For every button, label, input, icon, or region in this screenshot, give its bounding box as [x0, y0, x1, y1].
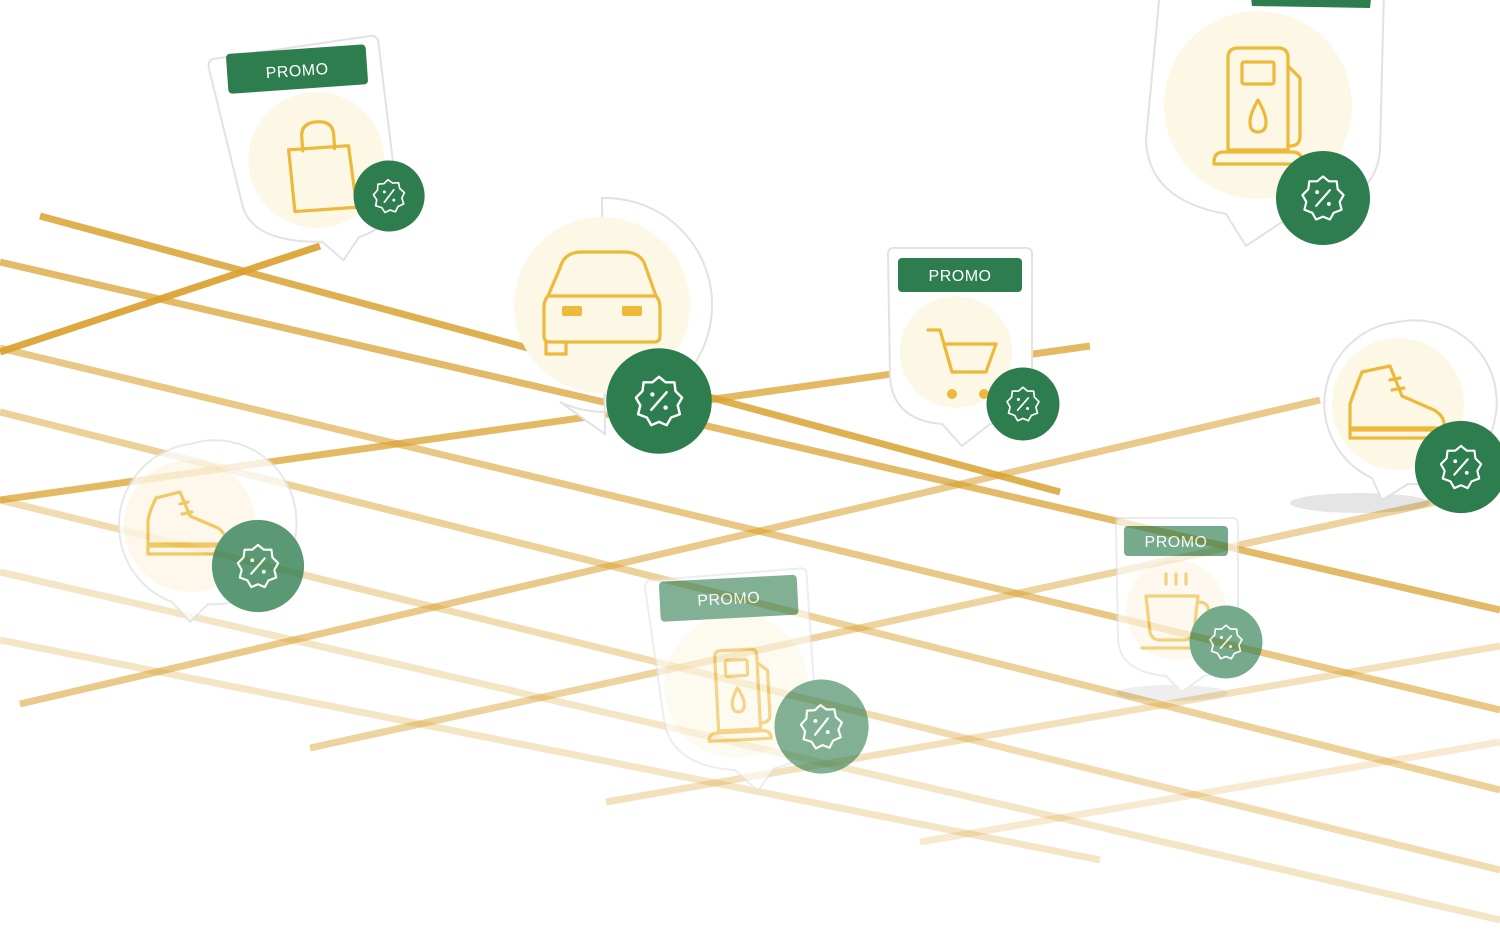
promo-label: PROMO [697, 590, 761, 610]
fuel-pump-icon [1212, 46, 1304, 166]
marker-fuel-pump-top[interactable] [1144, 0, 1385, 248]
icon-halo [514, 217, 690, 393]
car-icon [542, 250, 662, 356]
discount-badge-icon[interactable] [604, 346, 714, 456]
shopping-cart-icon [926, 328, 998, 399]
discount-badge-icon[interactable] [1274, 149, 1372, 247]
promo-banner [1251, 0, 1371, 8]
boot-icon [1348, 364, 1446, 440]
discount-badge-icon[interactable] [210, 518, 306, 614]
street-line [919, 738, 1500, 846]
marker-shopping-cart[interactable]: PROMO [886, 247, 1061, 448]
marker-fuel-pump-bottom[interactable]: PROMO [644, 565, 873, 796]
promo-label: PROMO [1145, 534, 1208, 551]
marker-boot-right[interactable] [1290, 319, 1500, 515]
marker-boot-left[interactable] [117, 439, 306, 624]
marker-shadow [1290, 493, 1430, 513]
promo-banner [658, 574, 799, 622]
marker-car[interactable] [514, 196, 714, 456]
promo-label: PROMO [929, 268, 992, 285]
discount-badge-icon[interactable] [1188, 604, 1264, 680]
street-line [19, 396, 1321, 708]
icon-halo [248, 91, 385, 228]
promo-label: PROMO [265, 61, 329, 82]
icon-halo [664, 613, 809, 758]
fuel-pump-icon [707, 647, 773, 744]
promo-banner [898, 258, 1022, 292]
street-line [0, 242, 322, 356]
street-line [309, 484, 1500, 752]
icon-halo [1164, 11, 1352, 199]
promo-banner [1124, 526, 1228, 556]
street-line [0, 636, 1101, 864]
marker-coffee[interactable]: PROMO [1114, 517, 1264, 701]
marker-shadow [1116, 685, 1228, 701]
marker-shopping-bag[interactable]: PROMO [207, 33, 429, 269]
discount-badge-icon[interactable] [985, 366, 1061, 442]
promo-banner [226, 44, 368, 94]
street-line [0, 258, 1500, 614]
icon-halo [900, 296, 1012, 408]
